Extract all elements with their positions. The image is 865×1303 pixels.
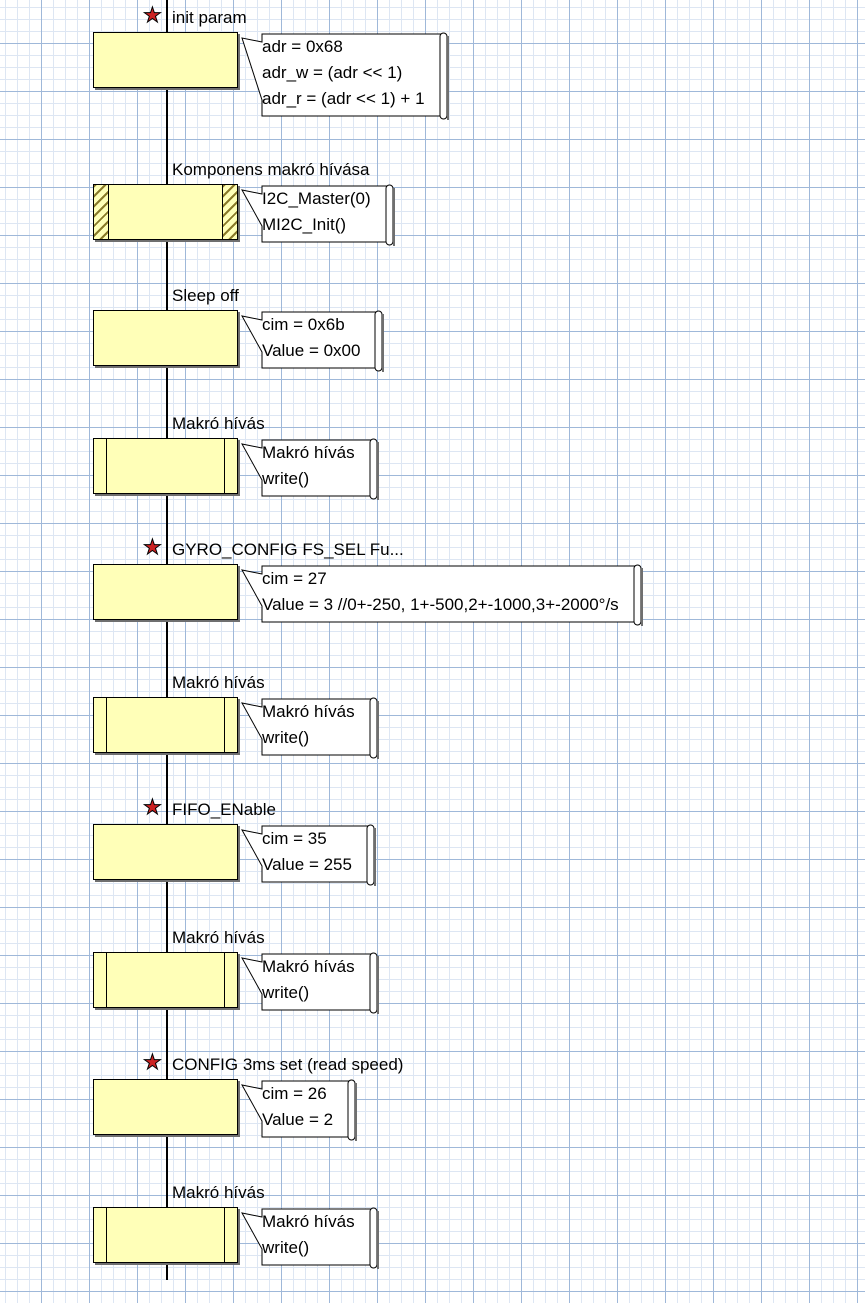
comment-line: Value = 2 bbox=[262, 1110, 334, 1129]
step-box[interactable] bbox=[93, 952, 238, 1008]
star-icon: ★ bbox=[143, 536, 163, 559]
step-box[interactable] bbox=[93, 310, 238, 366]
comment-line: Makró hívás bbox=[262, 702, 355, 721]
flowchart-step-5[interactable]: ★ GYRO_CONFIG FS_SEL Fu... cim = 27 Value… bbox=[0, 537, 865, 660]
comment-callout bbox=[241, 952, 379, 1014]
star-icon: ★ bbox=[143, 796, 163, 819]
flowchart-step-7[interactable]: ★ FIFO_ENable cim = 35 Value = 255 bbox=[0, 797, 865, 920]
step-label: Makró hívás bbox=[172, 1183, 265, 1202]
comment-callout bbox=[241, 184, 395, 246]
step-label: Makró hívás bbox=[172, 928, 265, 947]
flowchart-step-9[interactable]: ★ CONFIG 3ms set (read speed) cim = 26 Va… bbox=[0, 1052, 865, 1175]
flowchart-connector-line bbox=[166, 0, 168, 1280]
comment-callout bbox=[241, 824, 376, 886]
comment-line: write() bbox=[262, 728, 310, 747]
comment-callout bbox=[241, 438, 379, 500]
comment-line: cim = 0x6b bbox=[262, 315, 345, 334]
comment-callout bbox=[241, 1207, 379, 1269]
comment-text: cim = 26 Value = 2 bbox=[262, 1081, 333, 1133]
step-box[interactable] bbox=[93, 184, 238, 240]
comment-callout bbox=[241, 32, 449, 120]
flowchart-step-1[interactable]: ★ init param adr = 0x68 adr_w = (adr << 1… bbox=[0, 5, 865, 128]
flowchart-step-6[interactable]: Makró hívás Makró hívás write() bbox=[0, 673, 865, 793]
comment-line: Makró hívás bbox=[262, 1212, 355, 1231]
comment-text: Makró hívás write() bbox=[262, 699, 355, 751]
comment-line: adr_r = (adr << 1) + 1 bbox=[262, 89, 425, 108]
step-label: Makró hívás bbox=[172, 414, 265, 433]
step-box[interactable] bbox=[93, 438, 238, 494]
step-box[interactable] bbox=[93, 32, 238, 88]
comment-line: MI2C_Init() bbox=[262, 215, 347, 234]
flowchart-step-2[interactable]: Komponens makró hívása I2C_Master(0) MI2C… bbox=[0, 160, 865, 280]
comment-callout bbox=[241, 310, 384, 372]
comment-line: Value = 3 //0+-250, 1+-500,2+-1000,3+-20… bbox=[262, 595, 619, 614]
comment-line: cim = 35 bbox=[262, 829, 327, 848]
step-box[interactable] bbox=[93, 1079, 238, 1135]
comment-text: cim = 27 Value = 3 //0+-250, 1+-500,2+-10… bbox=[262, 566, 619, 618]
comment-line: Makró hívás bbox=[262, 443, 355, 462]
comment-line: Value = 255 bbox=[262, 855, 352, 874]
comment-text: adr = 0x68 adr_w = (adr << 1) adr_r = (adr… bbox=[262, 34, 425, 112]
comment-line: adr_w = (adr << 1) bbox=[262, 63, 403, 82]
step-label: Makró hívás bbox=[172, 673, 265, 692]
step-box[interactable] bbox=[93, 697, 238, 753]
step-label: GYRO_CONFIG FS_SEL Fu... bbox=[172, 540, 404, 559]
flowchart-step-10[interactable]: Makró hívás Makró hívás write() bbox=[0, 1183, 865, 1303]
star-icon: ★ bbox=[143, 4, 163, 27]
comment-text: I2C_Master(0) MI2C_Init() bbox=[262, 186, 371, 238]
step-label: FIFO_ENable bbox=[172, 800, 276, 819]
star-icon: ★ bbox=[143, 1051, 163, 1074]
comment-line: Value = 0x00 bbox=[262, 341, 361, 360]
comment-text: Makró hívás write() bbox=[262, 954, 355, 1006]
comment-line: write() bbox=[262, 1238, 310, 1257]
comment-line: write() bbox=[262, 983, 310, 1002]
comment-text: Makró hívás write() bbox=[262, 440, 355, 492]
comment-text: Makró hívás write() bbox=[262, 1209, 355, 1261]
flowchart-step-8[interactable]: Makró hívás Makró hívás write() bbox=[0, 928, 865, 1048]
comment-callout bbox=[241, 697, 379, 759]
step-label: Komponens makró hívása bbox=[172, 160, 370, 179]
comment-text: cim = 35 Value = 255 bbox=[262, 826, 352, 878]
comment-callout bbox=[241, 1079, 357, 1141]
comment-line: write() bbox=[262, 469, 310, 488]
step-box[interactable] bbox=[93, 564, 238, 620]
step-label: Sleep off bbox=[172, 286, 239, 305]
step-label: init param bbox=[172, 8, 247, 27]
comment-line: cim = 26 bbox=[262, 1084, 327, 1103]
comment-line: I2C_Master(0) bbox=[262, 189, 371, 208]
step-box[interactable] bbox=[93, 824, 238, 880]
comment-callout bbox=[241, 564, 643, 626]
flowchart-step-4[interactable]: Makró hívás Makró hívás write() bbox=[0, 414, 865, 534]
step-box[interactable] bbox=[93, 1207, 238, 1263]
comment-line: adr = 0x68 bbox=[262, 37, 343, 56]
step-label: CONFIG 3ms set (read speed) bbox=[172, 1055, 404, 1074]
comment-line: cim = 27 bbox=[262, 569, 327, 588]
comment-line: Makró hívás bbox=[262, 957, 355, 976]
